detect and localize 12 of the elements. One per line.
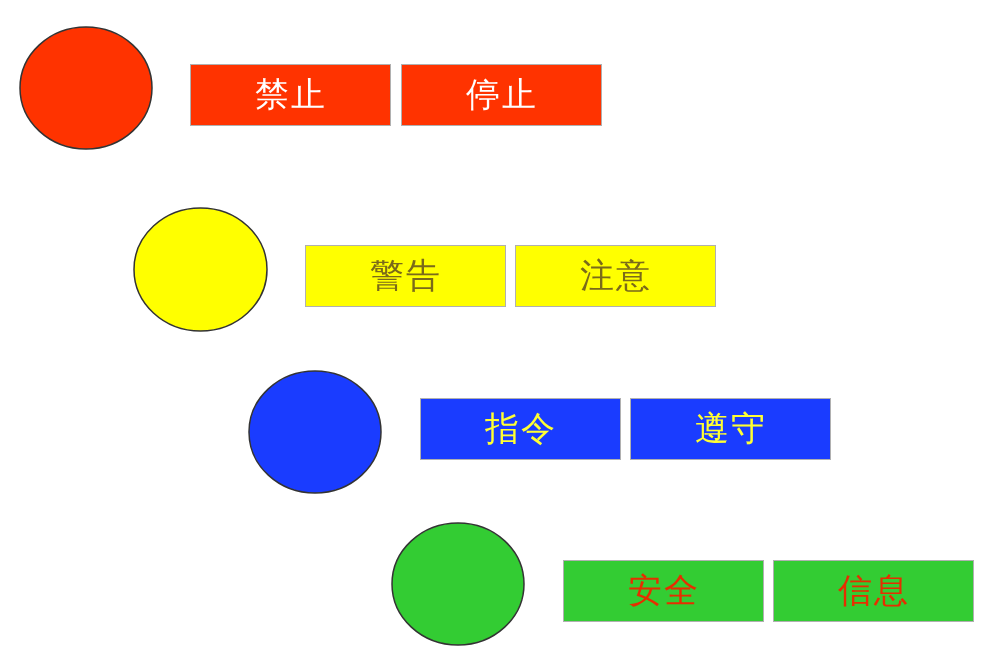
label-box: 指令: [420, 398, 621, 460]
circle-shape: [19, 26, 153, 150]
label-box: 停止: [401, 64, 602, 126]
circle-shape: [133, 207, 268, 332]
label-box: 安全: [563, 560, 764, 622]
label-box: 信息: [773, 560, 974, 622]
circle-shape: [248, 370, 382, 494]
label-box: 警告: [305, 245, 506, 307]
label-box: 禁止: [190, 64, 391, 126]
circle-shape: [391, 522, 525, 646]
label-box: 注意: [515, 245, 716, 307]
label-box: 遵守: [630, 398, 831, 460]
